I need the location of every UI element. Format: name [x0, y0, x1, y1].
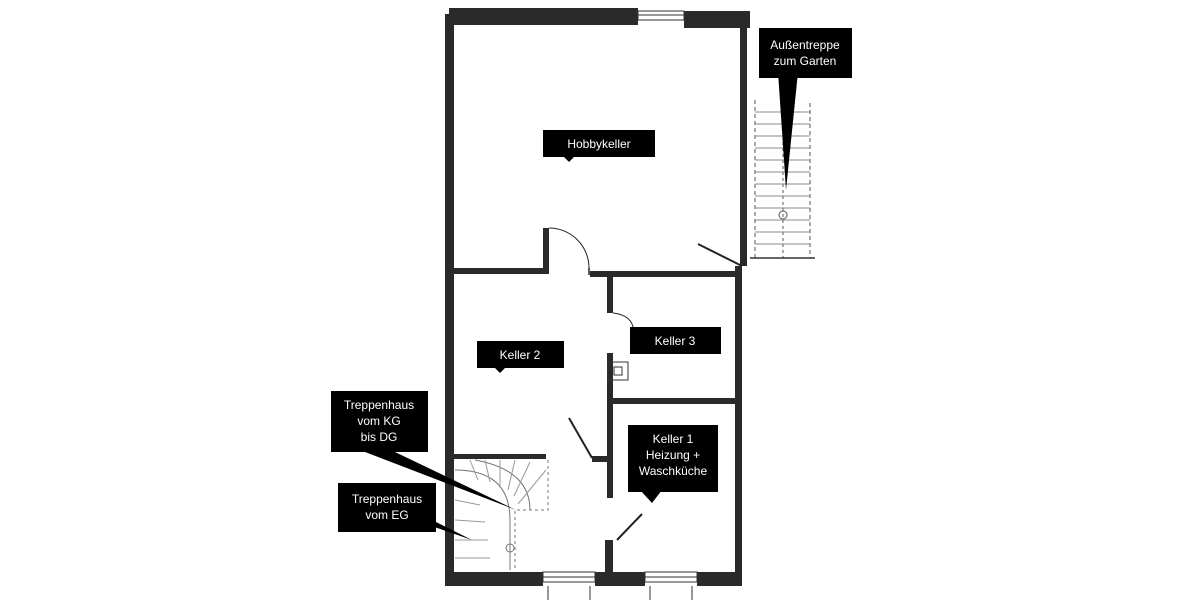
wall-stub — [592, 456, 608, 462]
label-aussentreppe-box — [759, 28, 852, 78]
right-wall-lower — [735, 266, 742, 586]
doors — [548, 227, 743, 541]
staircase-inner-curve — [454, 469, 511, 570]
partition-vertical-lower — [605, 540, 613, 574]
label-keller1-line2: Heizung + — [646, 448, 700, 462]
label-keller3: Keller 3 — [630, 327, 721, 354]
label-treppenhaus-eg-line1: Treppenhaus — [352, 492, 422, 506]
right-wall-upper — [740, 26, 747, 266]
walls — [445, 8, 750, 586]
partition-vertical-upper — [607, 277, 613, 313]
door-keller1-leaf — [616, 513, 643, 541]
pointer-aussentreppe — [778, 72, 798, 190]
partition-vertical-mid — [607, 353, 613, 498]
external-stairs-marker — [778, 210, 788, 220]
label-treppenhaus-kg-line2: vom KG — [357, 414, 400, 428]
door-hobbykeller-arc — [548, 227, 590, 269]
pointer-hobbykeller — [563, 156, 575, 162]
bottom-wall-left — [445, 572, 543, 586]
chimney — [607, 361, 629, 381]
label-treppenhaus-kg: Treppenhaus vom KG bis DG — [331, 391, 428, 452]
staircase-treads — [454, 459, 547, 559]
label-treppenhaus-kg-line3: bis DG — [361, 430, 398, 444]
chimney-inner — [613, 366, 623, 376]
label-hobbykeller-text: Hobbykeller — [567, 137, 630, 151]
label-treppenhaus-eg-box — [338, 483, 436, 532]
label-keller3-text: Keller 3 — [655, 334, 696, 348]
bottom-wall-mid — [595, 572, 645, 586]
label-treppenhaus-kg-line1: Treppenhaus — [344, 398, 414, 412]
external-stairs — [750, 100, 815, 259]
windows — [542, 10, 698, 600]
top-wall-right — [684, 11, 750, 28]
label-treppenhaus-eg: Treppenhaus vom EG — [338, 483, 436, 532]
door-outside-leaf — [697, 243, 743, 267]
left-wall — [445, 14, 454, 586]
partition-hobby-right — [590, 271, 740, 277]
external-stairs-treads — [755, 111, 810, 245]
chimney-outer — [607, 361, 629, 381]
staircase-marker — [505, 543, 515, 553]
label-aussentreppe: Außentreppe zum Garten — [759, 28, 852, 78]
label-keller1-line1: Keller 1 — [653, 432, 694, 446]
label-aussentreppe-line2: zum Garten — [774, 54, 837, 68]
label-aussentreppe-line1: Außentreppe — [770, 38, 840, 52]
pointer-keller1 — [640, 490, 662, 503]
label-hobbykeller-box — [543, 130, 655, 157]
pointer-treppenhaus-kg — [365, 452, 516, 510]
door-jamb — [543, 228, 549, 274]
label-treppenhaus-kg-box — [331, 391, 428, 452]
bottom-wall-right — [697, 572, 742, 586]
label-hobbykeller: Hobbykeller — [543, 130, 655, 157]
label-keller2-text: Keller 2 — [500, 348, 541, 362]
label-keller2: Keller 2 — [477, 341, 564, 368]
staircase-inner-curve-2 — [474, 459, 531, 511]
label-keller3-box — [630, 327, 721, 354]
partition-hobby-left — [454, 268, 546, 274]
label-keller1-line3: Waschküche — [639, 464, 708, 478]
label-treppenhaus-eg-line2: vom EG — [365, 508, 408, 522]
pointer-keller2 — [494, 367, 506, 373]
door-keller2-leaf — [568, 417, 593, 459]
stair-enclosure-top — [454, 454, 546, 459]
internal-staircase — [454, 459, 549, 570]
label-keller2-box — [477, 341, 564, 368]
label-keller1-box — [628, 425, 718, 492]
partition-keller3-keller1 — [613, 398, 737, 404]
label-keller1: Keller 1 Heizung + Waschküche — [628, 425, 718, 492]
staircase-outline — [514, 460, 549, 570]
top-wall-left — [449, 8, 638, 25]
